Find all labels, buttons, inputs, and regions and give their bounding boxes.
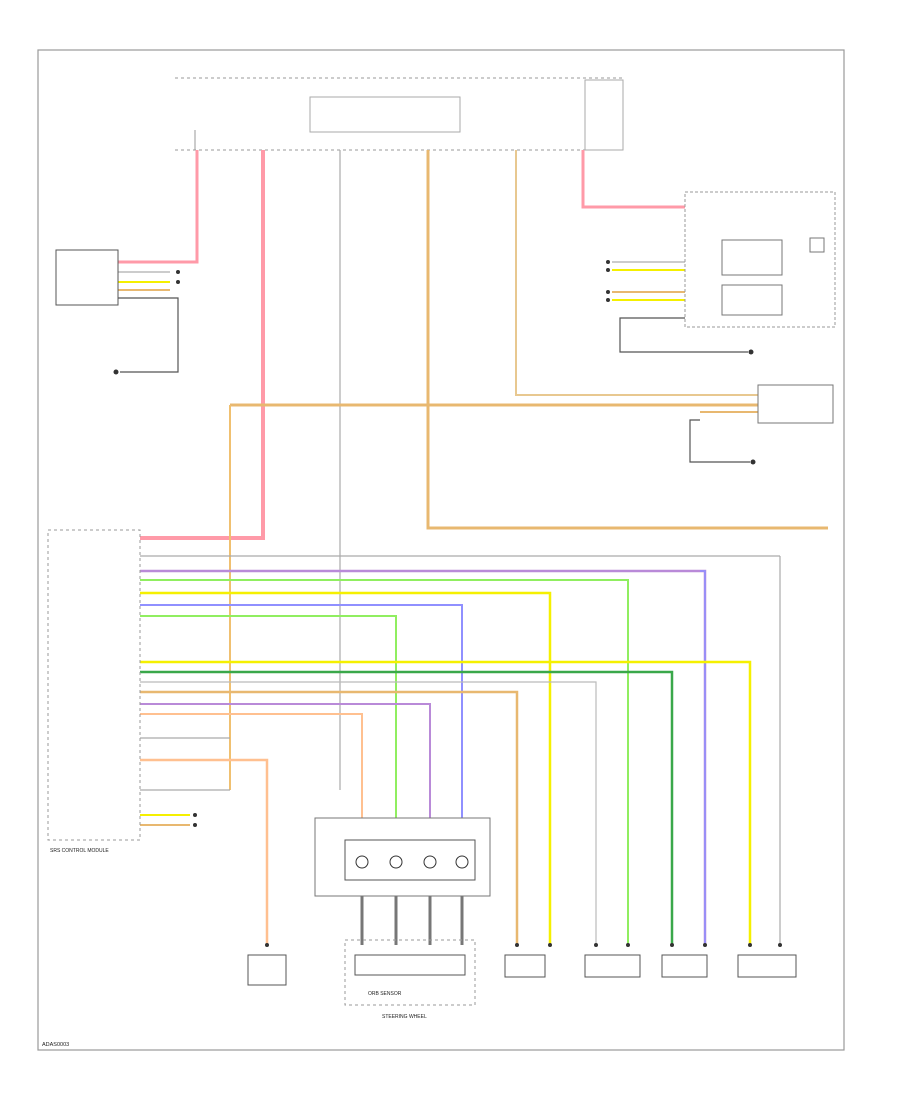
left-impact-sensor [247, 954, 287, 986]
right-sensor-inner-3 [809, 237, 825, 253]
sensor-dot-4 [626, 943, 630, 947]
sensor-dot-2 [548, 943, 552, 947]
wire-occupant-ground [689, 419, 750, 463]
sensor-dot-5 [670, 943, 674, 947]
wire-red-srs-feed [140, 150, 265, 540]
wire-srs-yellow-1 [140, 591, 552, 945]
orb-sensor-label: ORB SENSOR [368, 991, 402, 997]
occupant-sensor [757, 384, 834, 424]
wire-srs-orange [140, 690, 519, 945]
fuse-box-right [584, 79, 624, 151]
clockspring-inner [344, 839, 476, 881]
wire-red-left-module [118, 150, 199, 264]
connector-dot-6 [606, 298, 610, 302]
right-sensor-module [684, 191, 836, 328]
footer-id: ADAS0003 [42, 1042, 69, 1048]
wire-srs-lorange-2 [140, 758, 269, 945]
wire-right-ground [619, 317, 748, 353]
wire-orange-center [426, 150, 828, 530]
diagram-border [37, 49, 845, 1051]
clockspring-contact-2 [389, 855, 403, 869]
wire-srs-violet-2 [140, 703, 431, 870]
wire-srs-dkgreen [140, 670, 674, 945]
right-sensor-inner-2 [721, 284, 783, 316]
connector-dot-1 [176, 270, 180, 274]
srs-control-module [47, 529, 141, 841]
wire-red-right-module [581, 150, 685, 209]
control-module-label: SRS CONTROL MODULE [50, 848, 109, 854]
connector-dot-2 [176, 280, 180, 284]
driver-airbag-connector [354, 954, 466, 976]
sensor-dot-8 [778, 943, 782, 947]
steering-wheel-box [344, 939, 476, 1006]
clockspring-contact-1 [355, 855, 369, 869]
wire-srs-gray-2 [140, 681, 597, 945]
right-sensor-inner-1 [721, 239, 783, 276]
wire-srs-yellow-2 [140, 660, 752, 945]
connector-dot-3 [606, 260, 610, 264]
fuse-box-inner [309, 96, 461, 133]
sensor-dot-7 [748, 943, 752, 947]
passenger-occupant-module [55, 249, 119, 306]
ground-symbol-occupant [750, 459, 756, 465]
sensor-dot-1 [515, 943, 519, 947]
sensor-dot-6 [703, 943, 707, 947]
wire-srs-green-2 [140, 615, 397, 870]
clockspring-contact-3 [423, 855, 437, 869]
passenger-airbag-connector [504, 954, 546, 978]
connector-dot-8 [193, 823, 197, 827]
ground-symbol-right [748, 349, 754, 355]
sensor-dot-3 [594, 943, 598, 947]
connector-dot-4 [606, 268, 610, 272]
passenger-side-sensor-2 [737, 954, 797, 978]
ground-symbol-left [113, 369, 119, 375]
clockspring-contact-4 [455, 855, 469, 869]
wire-srs-green-1 [140, 579, 629, 945]
wire-srs-violet-blue [700, 570, 706, 945]
driver-side-sensor [661, 954, 708, 978]
connector-dot-5 [606, 290, 610, 294]
wire-tan-right [515, 150, 758, 396]
wire-srs-blue-1 [140, 604, 463, 870]
connector-dot-7 [193, 813, 197, 817]
sensor-dot-9 [265, 943, 269, 947]
wire-left-ground [118, 297, 179, 373]
steering-wheel-label: STEERING WHEEL [382, 1014, 427, 1020]
passenger-side-sensor-1 [584, 954, 641, 978]
